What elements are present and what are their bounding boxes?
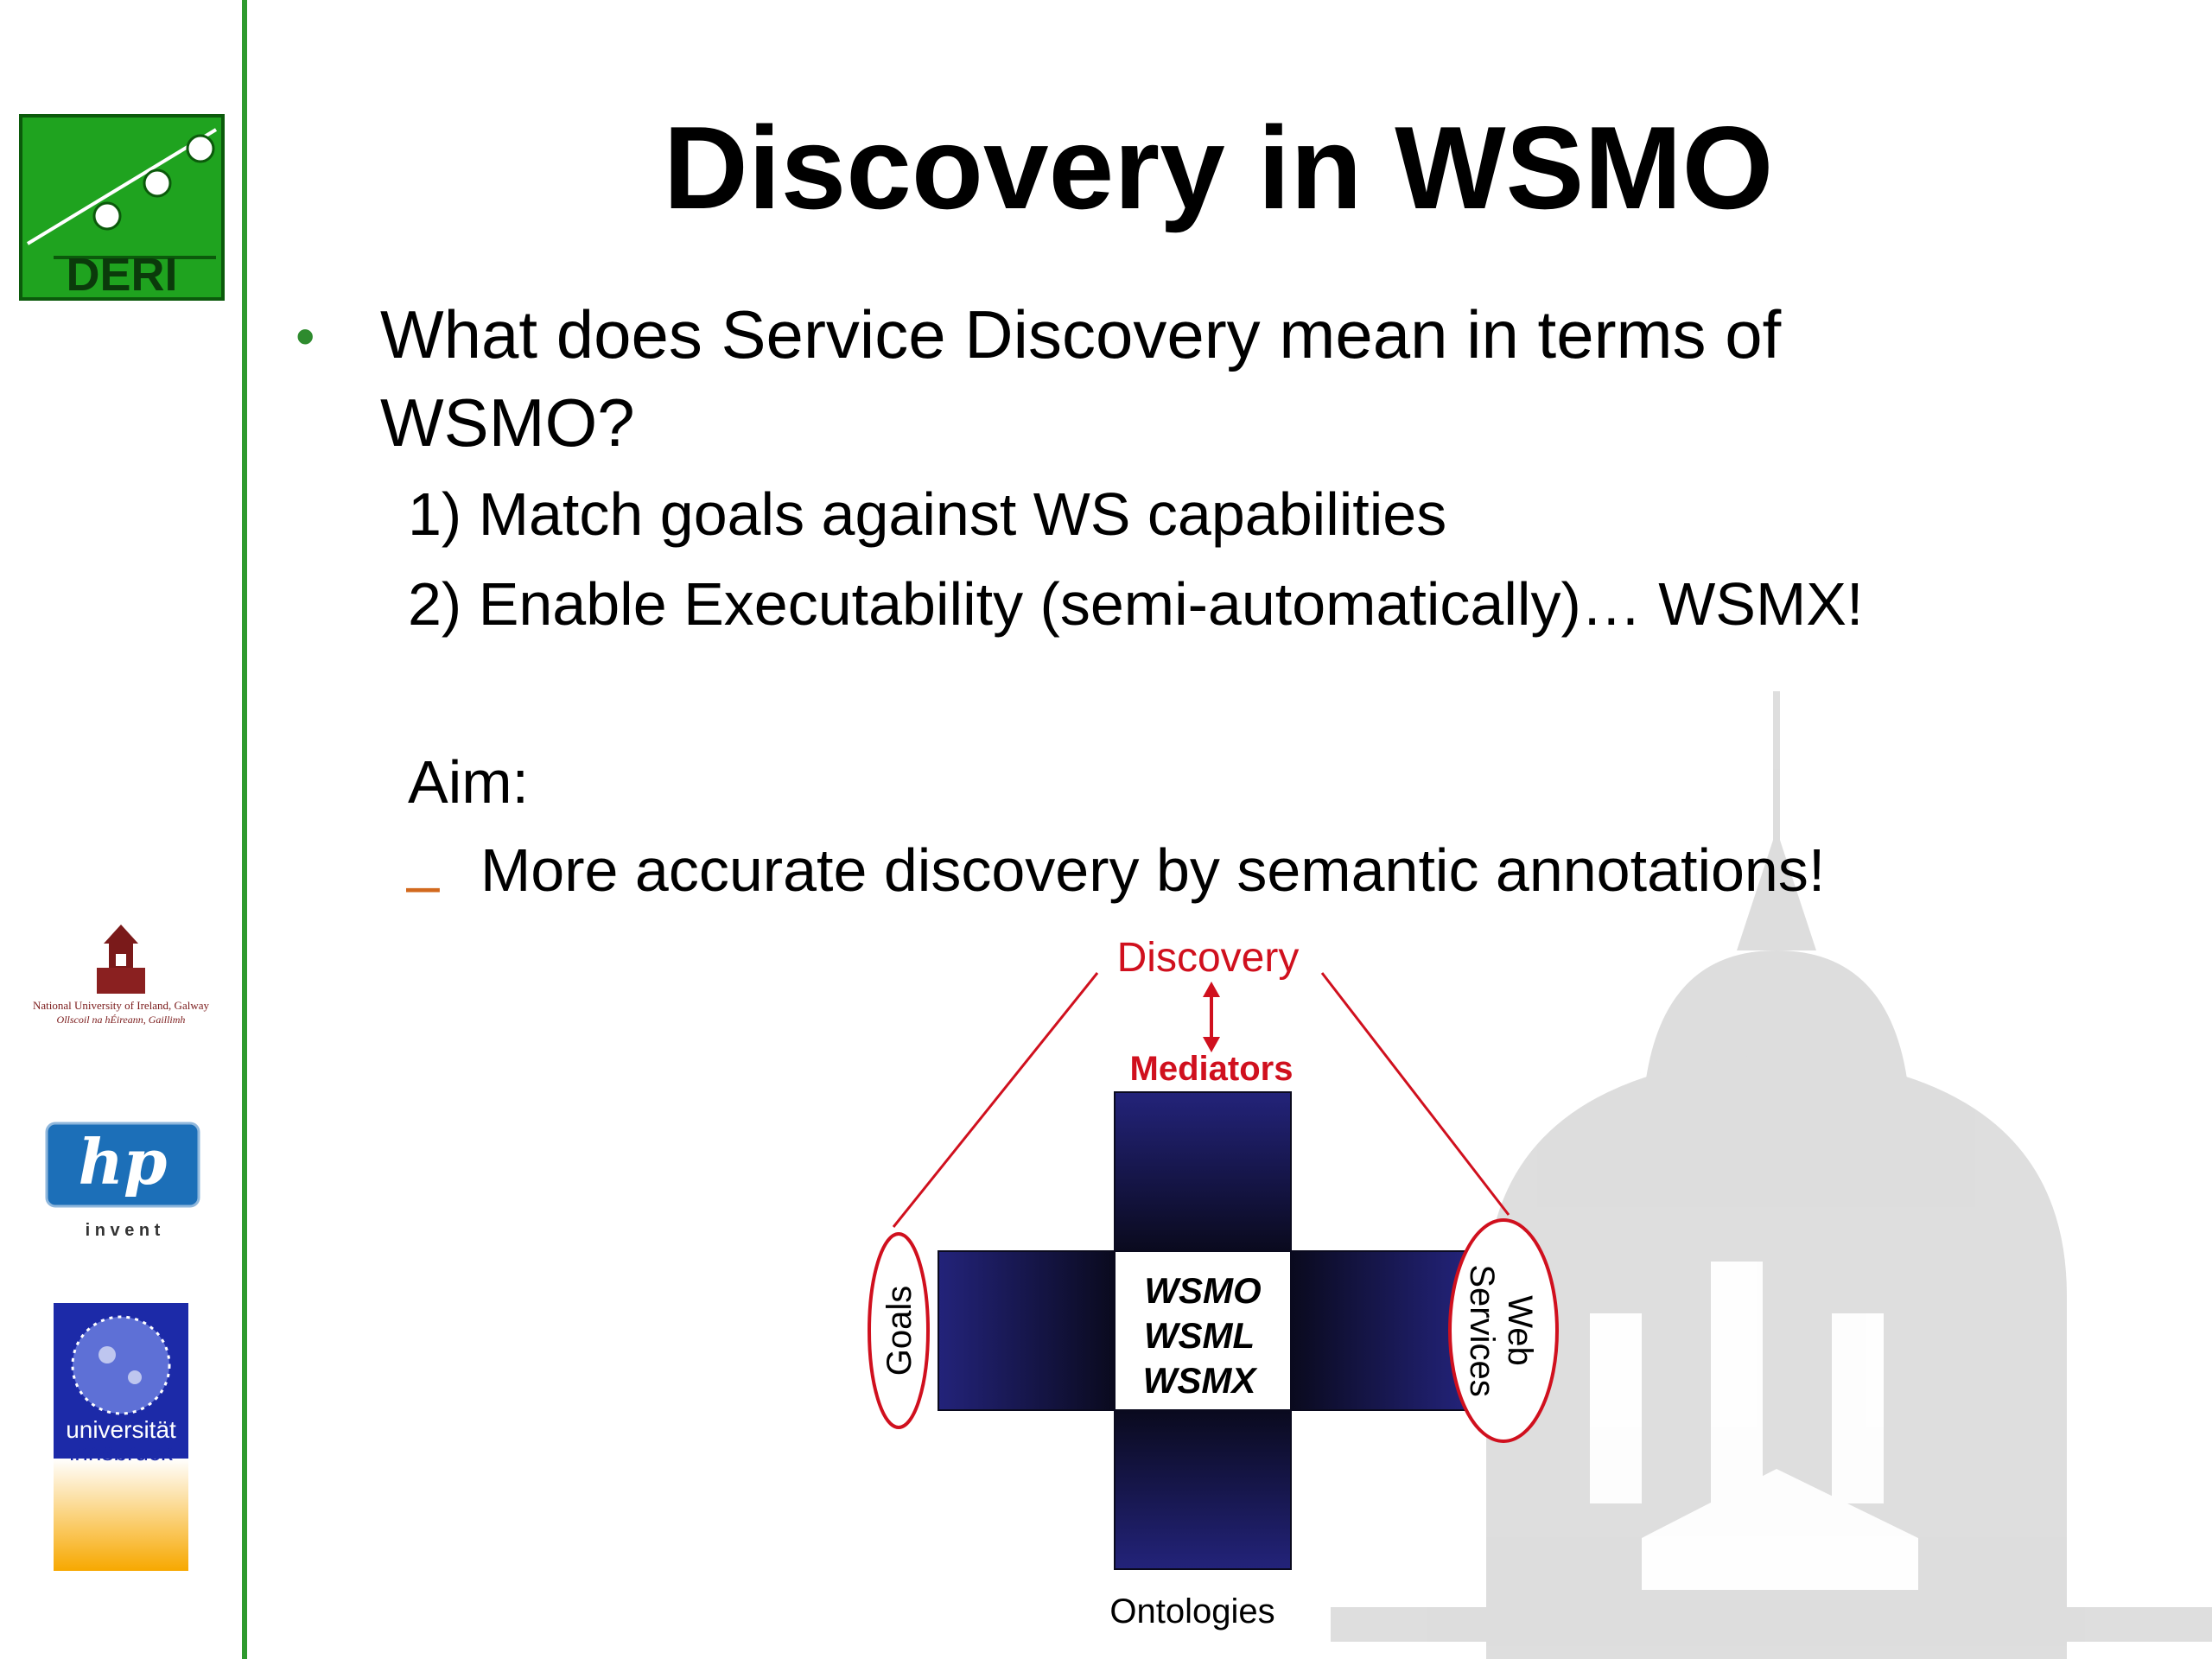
main-bullet-text: What does Service Discovery mean in term… <box>380 296 1782 461</box>
deri-logo: DERI <box>19 114 225 301</box>
deri-logo-text: DERI <box>66 249 177 301</box>
nuig-logo-line1: National University of Ireland, Galway <box>33 999 209 1012</box>
mediators-label: Mediators <box>1130 1050 1294 1088</box>
aim-label: Aim: <box>408 748 529 816</box>
discovery-webservices-line <box>1320 972 1510 1216</box>
nuig-logo: National University of Ireland, Galway O… <box>33 925 209 1026</box>
goals-label: Goals <box>880 1286 918 1376</box>
goals-block <box>938 1250 1116 1411</box>
dash-bullet-icon: – <box>406 851 440 918</box>
slide-title: Discovery in WSMO <box>663 102 1774 233</box>
cathedral-watermark <box>1331 691 2212 1659</box>
center-line-wsmo: WSMO <box>1144 1270 1261 1311</box>
aim-item: More accurate discovery by semantic anno… <box>480 836 1826 904</box>
discovery-goals-line <box>892 972 1099 1228</box>
innsbruck-logo-line2: innsbruck <box>69 1439 174 1465</box>
discovery-label: Discovery <box>1117 935 1300 981</box>
services-label: Services <box>1463 1264 1501 1396</box>
center-line-wsmx: WSMX <box>1143 1360 1259 1401</box>
goals-ellipse <box>868 1232 930 1429</box>
sub-item-1: 1) Match goals against WS capabilities <box>408 480 1447 548</box>
webservices-block <box>1290 1250 1468 1411</box>
center-block <box>1114 1250 1292 1411</box>
double-arrow-icon <box>1203 982 1220 1052</box>
innsbruck-logo: universität innsbruck <box>54 1303 188 1571</box>
web-label: Web <box>1501 1295 1539 1366</box>
center-line-wsml: WSML <box>1144 1315 1255 1356</box>
sidebar-divider <box>242 0 247 1659</box>
ontologies-label: Ontologies <box>1109 1592 1274 1630</box>
hp-logo: hp i n v e n t <box>45 1122 200 1240</box>
nuig-logo-line2: Ollscoil na hÉireann, Gaillimh <box>57 1014 186 1026</box>
hp-logo-text: hp <box>79 1125 168 1198</box>
innsbruck-logo-line1: universität <box>66 1416 176 1443</box>
bullet-dot-icon: • <box>296 305 315 367</box>
mediators-block <box>1114 1091 1292 1252</box>
hp-logo-tagline: i n v e n t <box>86 1221 161 1240</box>
sub-item-2: 2) Enable Executability (semi-automatica… <box>408 570 1864 638</box>
webservices-ellipse <box>1448 1218 1559 1443</box>
ontologies-block <box>1114 1409 1292 1570</box>
wsmo-diagram: Discovery Mediators WSMO WSML WSMX Goals… <box>868 935 1559 1630</box>
